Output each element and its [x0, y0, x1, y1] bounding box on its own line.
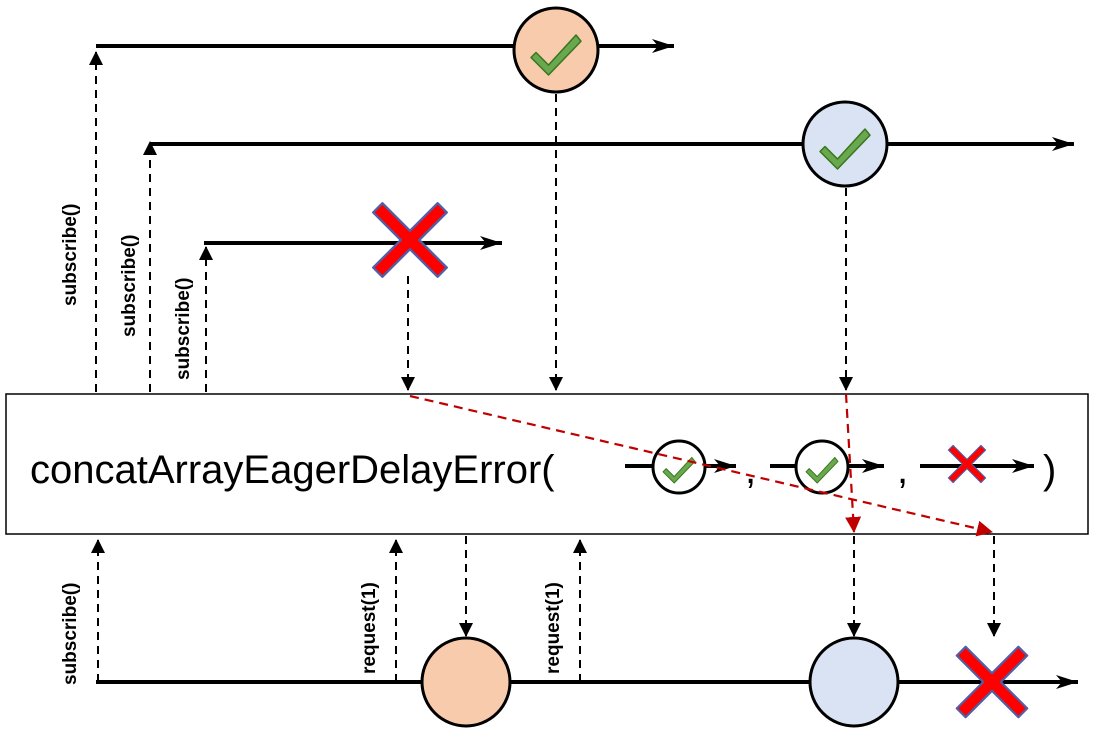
subscribe-label: subscribe(): [60, 583, 81, 685]
source-2-timeline: [150, 100, 1074, 188]
source-1-timeline: [96, 6, 674, 94]
source-3-timeline: [204, 202, 502, 278]
output-upstream-arrows: [91, 539, 587, 682]
x-icon: [372, 202, 448, 278]
operator-to-output-arrows: [459, 536, 1001, 637]
operator-separator: ,: [745, 448, 756, 492]
output-timeline: [96, 636, 1078, 728]
source-2-completion-circle: [801, 100, 889, 188]
operator-closing: ): [1043, 448, 1056, 492]
request-label: request(1): [543, 582, 564, 674]
subscribe-label: subscribe(): [60, 204, 81, 306]
arg-1-completion-circle: [651, 439, 707, 495]
operator-arg-3: [920, 444, 1034, 484]
output-item-blue: [808, 636, 900, 728]
source-to-operator-arrows: [401, 94, 853, 391]
operator-box: [5, 393, 1089, 535]
request-label: request(1): [359, 582, 380, 674]
subscribe-label: subscribe(): [173, 278, 194, 380]
operator-arg-1: [625, 439, 736, 495]
operator-separator: ,: [897, 448, 908, 492]
operator-name: concatArrayEagerDelayError(: [30, 448, 555, 492]
output-item-orange: [420, 636, 512, 728]
subscribe-label: subscribe(): [119, 235, 140, 337]
delay-routing-arrows: [409, 393, 993, 537]
source-1-completion-circle: [512, 6, 600, 94]
arg-2-completion-circle: [794, 439, 850, 495]
subscribe-arrows: [89, 51, 213, 392]
operator-arg-2: [770, 439, 884, 495]
